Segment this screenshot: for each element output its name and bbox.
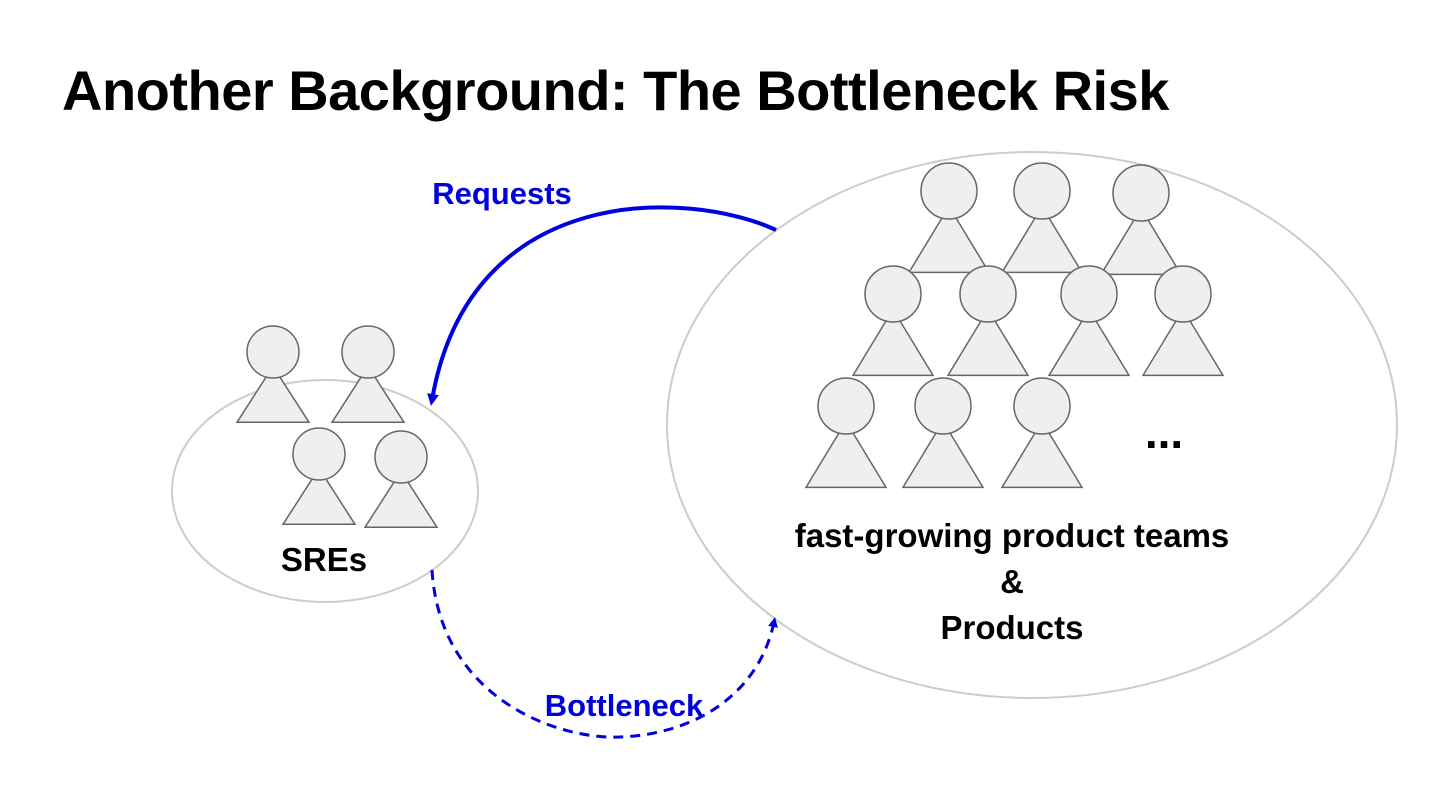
product-teams-group-ellipse	[666, 151, 1398, 699]
person-icon	[907, 162, 991, 274]
person-icon	[1000, 162, 1084, 274]
person-icon	[901, 377, 985, 489]
person-icon	[946, 265, 1030, 377]
sre-people	[235, 325, 439, 529]
teams-label-line2: &	[1000, 563, 1024, 600]
person-icon	[1000, 377, 1084, 489]
person-icon	[804, 377, 888, 489]
person-icon	[235, 325, 311, 424]
teams-label-line1: fast-growing product teams	[795, 517, 1230, 554]
person-icon	[1047, 265, 1131, 377]
bottleneck-arrow	[430, 569, 778, 739]
person-icon	[851, 265, 935, 377]
sres-label: SREs	[281, 541, 367, 578]
bottleneck-label: Bottleneck	[545, 688, 704, 723]
requests-label: Requests	[432, 176, 572, 211]
sre-group-ellipse	[171, 379, 479, 603]
person-icon	[363, 430, 439, 529]
requests-arrow	[427, 205, 777, 406]
teams-label-line3: Products	[940, 609, 1083, 646]
person-icon	[281, 427, 357, 526]
more-people-ellipsis: ...	[1145, 406, 1183, 458]
person-icon	[330, 325, 406, 424]
product-team-people	[804, 162, 1225, 489]
person-icon	[1141, 265, 1225, 377]
slide-title: Another Background: The Bottleneck Risk	[62, 59, 1169, 122]
person-icon	[1099, 164, 1183, 276]
